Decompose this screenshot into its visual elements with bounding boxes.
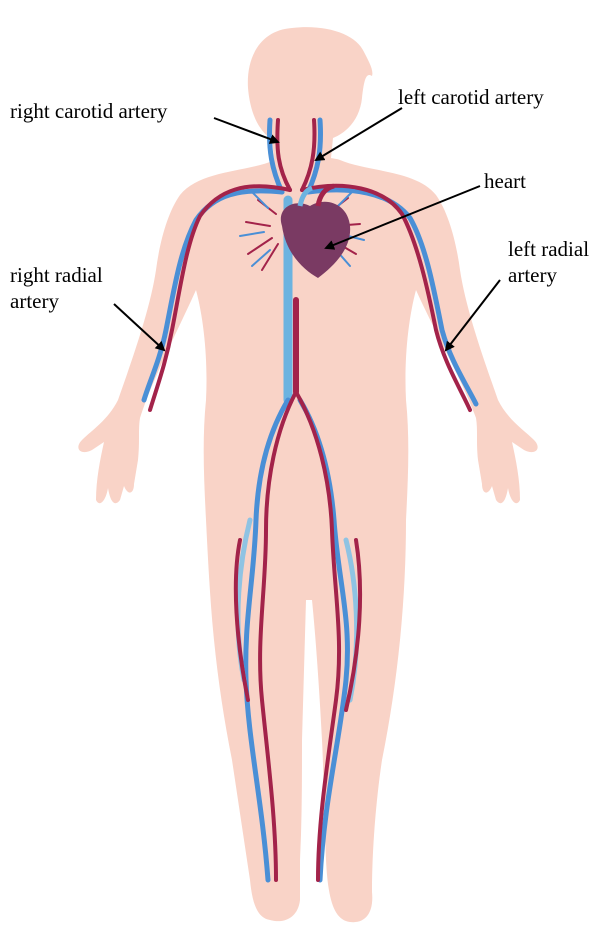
label-right-carotid-artery: right carotid artery bbox=[10, 98, 167, 124]
label-line: artery bbox=[10, 288, 103, 314]
label-line: right carotid artery bbox=[10, 98, 167, 124]
label-left-radial-artery: left radial artery bbox=[508, 236, 589, 288]
label-right-radial-artery: right radial artery bbox=[10, 262, 103, 314]
label-left-carotid-artery: left carotid artery bbox=[398, 84, 544, 110]
label-line: left carotid artery bbox=[398, 84, 544, 110]
label-line: heart bbox=[484, 168, 526, 194]
label-line: artery bbox=[508, 262, 589, 288]
label-line: right radial bbox=[10, 262, 103, 288]
label-line: left radial bbox=[508, 236, 589, 262]
label-heart: heart bbox=[484, 168, 526, 194]
body-silhouette bbox=[78, 27, 537, 922]
